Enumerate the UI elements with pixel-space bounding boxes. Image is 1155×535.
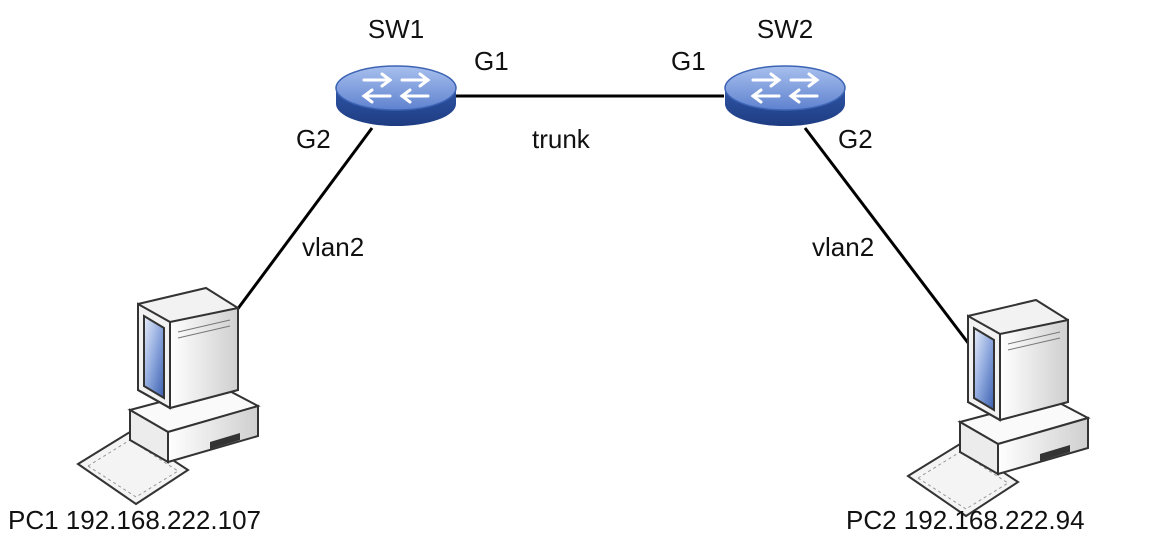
pc1-label: PC1 192.168.222.107	[8, 505, 261, 535]
sw1-g1-port-label: G1	[474, 46, 509, 76]
sw1-switch-icon	[334, 64, 458, 128]
sw1-g2-port-label: G2	[296, 124, 331, 154]
vlan2-right-label: vlan2	[812, 232, 874, 262]
sw1-pc1-link	[226, 127, 374, 323]
sw1-label: SW1	[368, 14, 424, 44]
sw2-g2-port-label: G2	[838, 124, 873, 154]
sw2-label: SW2	[757, 14, 813, 44]
sw2-g1-port-label: G1	[671, 46, 706, 76]
pc2-computer-icon	[907, 299, 1089, 517]
sw2-pc2-link	[803, 127, 977, 353]
pc1-computer-icon	[77, 287, 259, 505]
pc2-label: PC2 192.168.222.94	[846, 505, 1085, 535]
vlan2-left-label: vlan2	[302, 232, 364, 262]
sw2-switch-icon	[723, 64, 847, 128]
trunk-label: trunk	[532, 124, 591, 154]
